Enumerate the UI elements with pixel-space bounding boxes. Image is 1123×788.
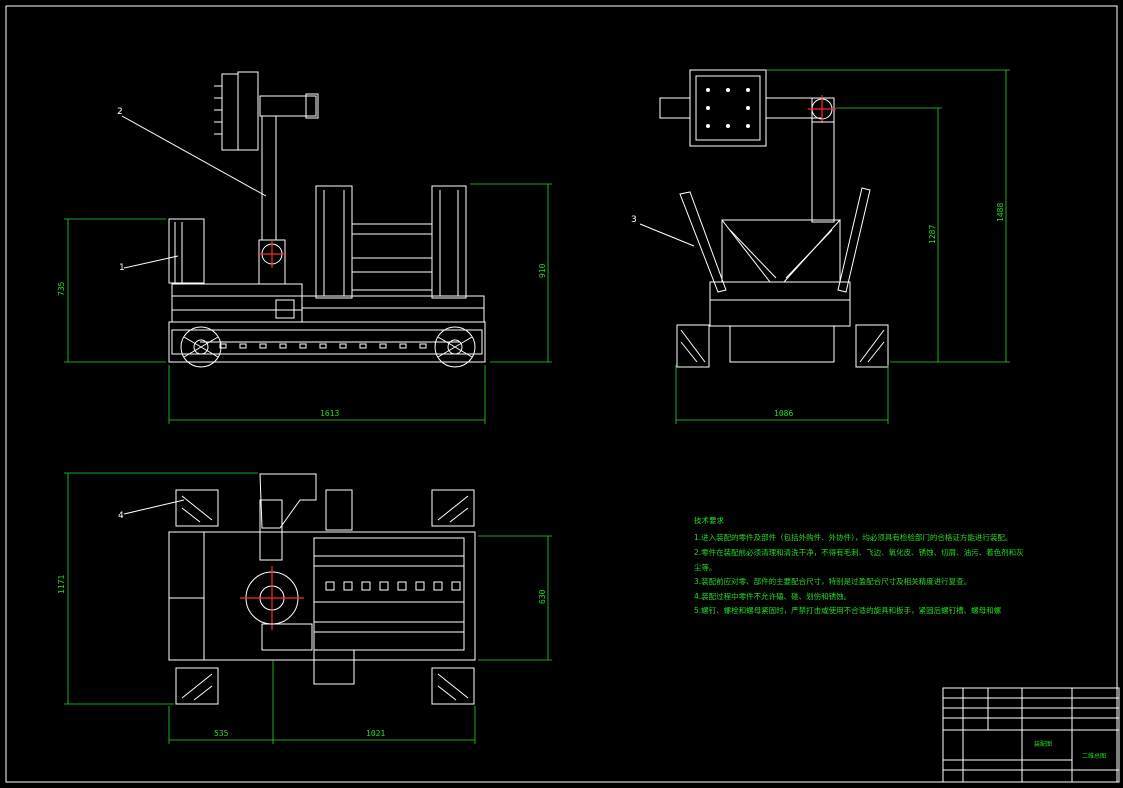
front-arm-head bbox=[259, 95, 317, 117]
tech-note-2-cont: 尘等。 bbox=[694, 563, 717, 572]
dim-side-width: 1086 bbox=[774, 409, 793, 418]
dim-side-height-2: 1488 bbox=[996, 203, 1005, 222]
top-view bbox=[64, 472, 552, 744]
callout-2: 2 bbox=[117, 107, 123, 117]
title-block bbox=[942, 687, 1120, 783]
title-block-drawing-number: 二维总图 bbox=[1082, 752, 1106, 760]
leader-1 bbox=[123, 255, 179, 269]
front-wheel-right bbox=[434, 326, 476, 368]
tech-notes-title: 技术要求 bbox=[694, 516, 724, 525]
title-block-drawing-name: 装配图 bbox=[1034, 740, 1052, 748]
front-frame-left bbox=[315, 185, 353, 299]
tech-note-4: 4.装配过程中零件不允许磕、碰、划伤和锈蚀。 bbox=[694, 592, 852, 601]
dim-front-right-height: 910 bbox=[538, 263, 547, 278]
front-frame-right bbox=[431, 185, 467, 299]
drawing-frame bbox=[5, 5, 1118, 783]
side-column bbox=[811, 121, 835, 223]
front-column bbox=[261, 115, 277, 241]
front-deck-left bbox=[171, 283, 303, 323]
top-wheel-rr bbox=[431, 667, 475, 705]
callout-1: 1 bbox=[119, 263, 125, 273]
dim-front-width: 1613 bbox=[320, 409, 339, 418]
tech-note-5: 5.螺钉、螺栓和螺母紧固时，严禁打击或使用不合适的旋具和扳手，紧固后螺钉槽、螺母… bbox=[694, 606, 1002, 615]
side-wheel-right bbox=[855, 324, 889, 368]
top-wheel-rl bbox=[175, 667, 219, 705]
top-wheel-fr bbox=[431, 489, 475, 527]
side-hopper bbox=[720, 219, 842, 283]
front-wheel-left bbox=[180, 326, 222, 368]
leader-4 bbox=[123, 499, 185, 515]
dim-front-height: 735 bbox=[57, 281, 66, 296]
leader-2 bbox=[121, 115, 267, 197]
callout-4: 4 bbox=[118, 511, 124, 521]
tech-note-1: 1.进入装配的零件及部件（包括外购件、外协件），均必须具有检验部门的合格证方能进… bbox=[694, 533, 1013, 542]
leader-3 bbox=[639, 223, 695, 247]
tech-note-2: 2.零件在装配前必须清理和清洗干净，不得有毛刺、飞边、氧化皮、锈蚀、切屑、油污、… bbox=[694, 548, 1024, 557]
front-box-item1 bbox=[168, 218, 205, 284]
side-chassis bbox=[709, 281, 851, 327]
side-view bbox=[639, 69, 1010, 424]
front-view bbox=[64, 71, 552, 424]
dim-top-inner: 630 bbox=[538, 589, 547, 604]
dim-top-depth: 1171 bbox=[57, 575, 66, 594]
top-arm bbox=[259, 473, 317, 529]
side-wheel-left bbox=[676, 324, 710, 368]
dim-side-height-1: 1287 bbox=[928, 225, 937, 244]
tech-note-3: 3.装配前应对零、部件的主要配合尺寸，特别是过盈配合尺寸及相关精度进行复查。 bbox=[694, 577, 972, 586]
top-body bbox=[168, 531, 476, 661]
side-head bbox=[689, 69, 767, 147]
dim-top-width-left: 535 bbox=[214, 729, 229, 738]
dim-top-width-right: 1021 bbox=[366, 729, 385, 738]
callout-3: 3 bbox=[631, 215, 637, 225]
top-wheel-fl bbox=[175, 489, 219, 527]
